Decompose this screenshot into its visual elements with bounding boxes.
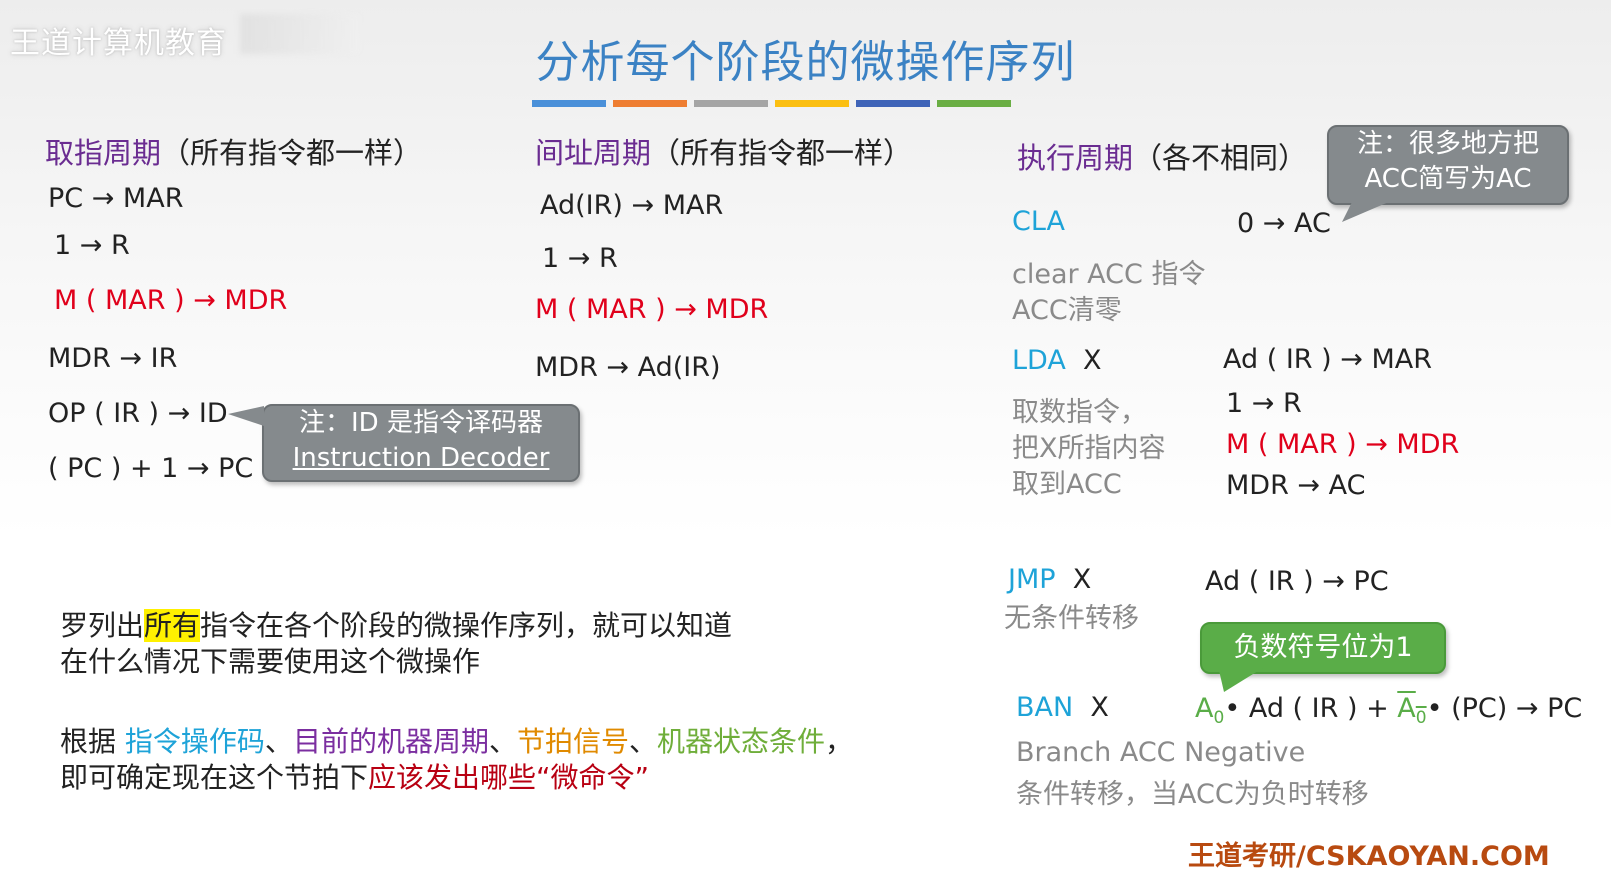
- ban-op-a0-bar: A0: [1397, 693, 1426, 728]
- summary-p2-line2: 即可确定现在这个节拍下应该发出哪些“微命令”: [60, 760, 853, 796]
- fetch-cycle-label: 取指周期: [45, 136, 162, 170]
- fetch-op-4: MDR → IR: [48, 343, 178, 374]
- fetch-note-line1: 注：ID 是指令译码器: [299, 408, 543, 438]
- jmp-name: JMP: [1008, 564, 1056, 595]
- color-bar-segment: [532, 100, 606, 107]
- color-bar-segment: [694, 100, 768, 107]
- ban-op-a0: A0: [1195, 693, 1224, 728]
- acc-note-pointer: [1342, 198, 1398, 222]
- watermark: 王道计算机教育: [10, 26, 227, 61]
- indirect-op-2: 1 → R: [542, 243, 618, 274]
- indirect-cycle-label: 间址周期: [535, 136, 652, 170]
- lda-desc-1: 取数指令，: [1012, 397, 1147, 428]
- summary-p2-line1: 根据 指令操作码、目前的机器周期、节拍信号、机器状态条件，: [60, 724, 853, 760]
- summary-p1-text-a: 罗列出: [60, 609, 145, 642]
- acc-note-callout: 注：很多地方把 ACC简写为AC: [1327, 125, 1569, 205]
- ban-note-pointer: [1218, 666, 1266, 692]
- lda-arg: X: [1083, 345, 1102, 376]
- lda-name: LDA: [1012, 345, 1066, 376]
- ban-note-pointer-shape: [1218, 666, 1266, 692]
- watermark-blur: [240, 14, 360, 54]
- summary-keyword-opcode: 指令操作码: [124, 725, 265, 758]
- summary-sep-1: 、: [264, 725, 293, 758]
- ban-instruction: BAN X: [1016, 692, 1109, 723]
- ban-desc-2: 条件转移，当ACC为负时转移: [1016, 779, 1369, 810]
- page-title: 分析每个阶段的微操作序列: [535, 37, 1076, 88]
- lda-desc-3: 取到ACC: [1012, 469, 1122, 500]
- summary-p1-line1: 罗列出所有指令在各个阶段的微操作序列，就可以知道: [60, 608, 732, 644]
- lda-op-1: Ad ( IR ) → MAR: [1223, 344, 1432, 375]
- color-bar-segment: [775, 100, 849, 107]
- fetch-op-5: OP ( IR ) → ID: [48, 398, 228, 429]
- ban-op-a0-sub: 0: [1213, 708, 1225, 728]
- summary-p2-text-b: 即可确定现在这个节拍下: [60, 760, 369, 794]
- fetch-cycle-note: （所有指令都一样）: [161, 136, 423, 170]
- ban-arg: X: [1090, 692, 1109, 723]
- indirect-cycle-heading: 间址周期（所有指令都一样）: [535, 130, 912, 172]
- summary-paragraph-1: 罗列出所有指令在各个阶段的微操作序列，就可以知道 在什么情况下需要使用这个微操作: [60, 608, 732, 680]
- summary-sep-3: 、: [628, 725, 657, 758]
- cla-desc-1: clear ACC 指令: [1012, 259, 1206, 290]
- acc-note-line2: ACC简写为AC: [1364, 164, 1532, 195]
- indirect-op-4: MDR → Ad(IR): [535, 352, 721, 383]
- fetch-op-2: 1 → R: [54, 230, 130, 261]
- summary-p1-line2: 在什么情况下需要使用这个微操作: [60, 644, 481, 678]
- cla-desc-2: ACC清零: [1012, 295, 1122, 326]
- summary-keyword-state: 机器状态条件: [657, 725, 826, 758]
- summary-p1-text-b: 指令在各个阶段的微操作序列，就可以知道: [200, 609, 733, 642]
- ban-name: BAN: [1016, 692, 1074, 723]
- jmp-op: Ad ( IR ) → PC: [1205, 566, 1389, 597]
- execute-cycle-note: （各不相同）: [1133, 141, 1308, 175]
- summary-sep-4: ，: [825, 725, 854, 758]
- indirect-cycle-note: （所有指令都一样）: [651, 136, 913, 170]
- ban-desc-1: Branch ACC Negative: [1016, 737, 1306, 768]
- ban-op-mid: • Ad ( IR ) +: [1224, 693, 1398, 724]
- ban-op-a0-letter: A: [1195, 693, 1214, 724]
- lda-instruction: LDA X: [1012, 345, 1102, 376]
- summary-p2-text-a: 根据: [60, 725, 125, 758]
- ban-op-end: • (PC) → PC: [1426, 693, 1583, 724]
- summary-keyword-beat: 节拍信号: [516, 725, 629, 758]
- fetch-note-callout: 注：ID 是指令译码器 Instruction Decoder: [262, 404, 580, 482]
- fetch-op-1: PC → MAR: [48, 183, 184, 214]
- jmp-instruction: JMP X: [1008, 564, 1091, 595]
- summary-sep-2: 、: [488, 725, 517, 758]
- indirect-op-3: M ( MAR ) → MDR: [535, 294, 769, 325]
- fetch-op-6: ( PC ) + 1 → PC: [48, 453, 254, 484]
- acc-note-line1: 注：很多地方把: [1356, 129, 1539, 159]
- lda-desc-2: 把X所指内容: [1012, 433, 1166, 464]
- lda-op-2: 1 → R: [1226, 388, 1302, 419]
- execute-cycle-heading: 执行周期（各不相同）: [1017, 135, 1307, 177]
- fetch-op-3: M ( MAR ) → MDR: [54, 285, 288, 316]
- execute-cycle-label: 执行周期: [1017, 141, 1134, 175]
- acc-note-pointer-shape: [1342, 198, 1398, 222]
- ban-op: A0• Ad ( IR ) + A0• (PC) → PC: [1195, 693, 1582, 728]
- jmp-desc: 无条件转移: [1004, 603, 1139, 634]
- jmp-arg: X: [1072, 564, 1092, 595]
- fetch-cycle-heading: 取指周期（所有指令都一样）: [45, 130, 422, 172]
- color-bar-segment: [937, 100, 1011, 107]
- fetch-note-pointer: [228, 406, 264, 426]
- ban-op-a0-bar-letter: A: [1397, 693, 1416, 724]
- cla-op: 0 → AC: [1237, 208, 1331, 239]
- summary-paragraph-2: 根据 指令操作码、目前的机器周期、节拍信号、机器状态条件， 即可确定现在这个节拍…: [60, 724, 853, 796]
- summary-keyword-cycle: 目前的机器周期: [292, 725, 489, 758]
- cla-name: CLA: [1012, 206, 1065, 237]
- lda-op-3: M ( MAR ) → MDR: [1226, 429, 1460, 460]
- lda-op-4: MDR → AC: [1226, 470, 1366, 501]
- color-bar-segment: [856, 100, 930, 107]
- ban-note-callout: 负数符号位为1: [1200, 622, 1446, 674]
- summary-keyword-micro-command: 应该发出哪些“微命令”: [368, 760, 650, 794]
- indirect-op-1: Ad(IR) → MAR: [540, 190, 724, 221]
- fetch-note-line2: Instruction Decoder: [292, 443, 550, 474]
- ban-op-a0-bar-sub: 0: [1415, 708, 1427, 728]
- footer-brand: 王道考研/CSKAOYAN.COM: [1188, 841, 1550, 872]
- summary-p1-highlight: 所有: [144, 609, 201, 642]
- fetch-note-pointer-shape: [228, 406, 264, 426]
- color-bar-segment: [613, 100, 687, 107]
